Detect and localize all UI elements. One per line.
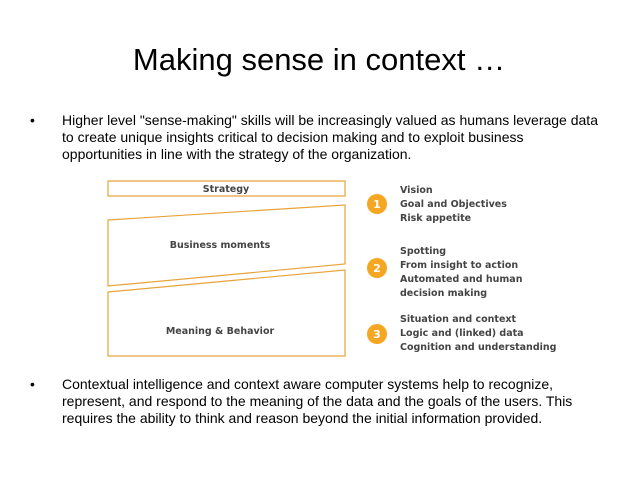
bullet-text: Contextual intelligence and context awar… [62, 376, 573, 426]
strategy-layer [107, 180, 346, 197]
step-number-3: 3 [373, 328, 381, 341]
strategy-layer-label: Strategy [203, 184, 250, 195]
business-moments-layer [107, 204, 346, 287]
step-1-item-goals: Goal and Objectives [400, 199, 507, 210]
step-2-item-spotting: Spotting [400, 246, 446, 257]
bullet-marker: • [30, 112, 35, 128]
step-3-item-situation: Situation and context [400, 314, 517, 325]
step-number-2: 2 [373, 262, 381, 275]
step-marker-2 [367, 258, 387, 278]
step-2-item-insight: From insight to action [400, 260, 518, 271]
meaning-behavior-layer-label: Meaning & Behavior [166, 326, 275, 337]
step-2-item-decision: decision making [400, 288, 487, 299]
step-2-item-automated: Automated and human [400, 274, 523, 285]
step-number-1: 1 [373, 198, 381, 211]
business-moments-layer-label: Business moments [170, 240, 271, 251]
meaning-behavior-layer [107, 269, 346, 357]
slide-title: Making sense in context … [132, 42, 506, 77]
step-1-item-risk: Risk appetite [400, 213, 471, 224]
step-3-item-logic: Logic and (linked) data [400, 328, 524, 339]
step-marker-1 [367, 194, 387, 214]
step-1-item-vision: Vision [400, 185, 433, 196]
bullet-text: Higher level "sense-making" skills will … [62, 112, 598, 162]
step-3-item-cognition: Cognition and understanding [400, 342, 556, 353]
step-marker-3 [367, 324, 387, 344]
bullet-marker: • [30, 376, 35, 392]
